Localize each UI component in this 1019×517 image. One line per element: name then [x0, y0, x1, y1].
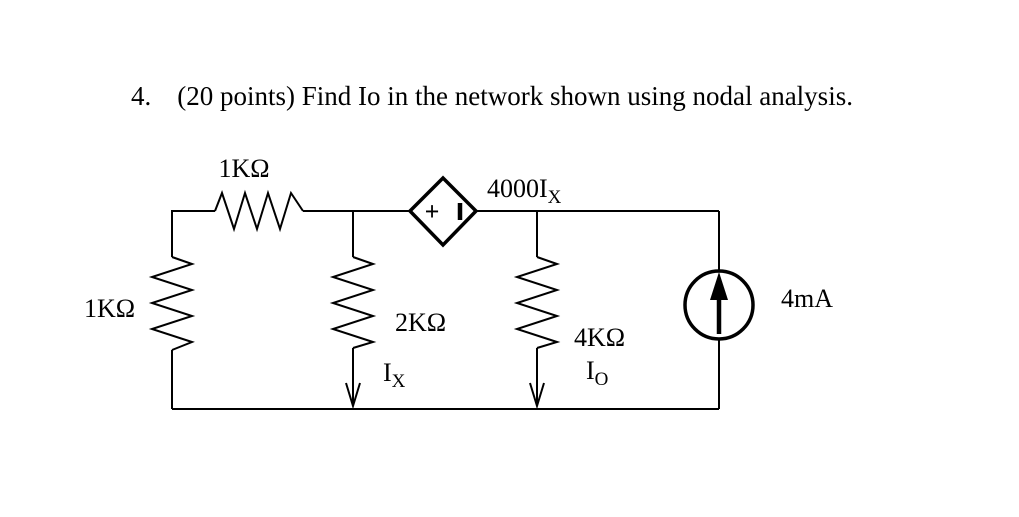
io-arrow-down-icon [529, 382, 545, 410]
dependent-source-value-sub: X [548, 187, 562, 208]
current-ix-sub: X [392, 371, 406, 392]
resistor-output-label: 4KΩ [574, 323, 625, 352]
current-io-sub: O [595, 369, 609, 390]
current-ix-label: IX [383, 358, 406, 392]
problem-title: 4. (20 points) Find Io in the network sho… [131, 81, 853, 112]
resistor-middle-label: 2KΩ [395, 308, 446, 337]
plus-terminal-label: + [425, 197, 440, 226]
dependent-source-value-main: 4000I [487, 174, 548, 203]
resistor-middle-zigzag [329, 256, 377, 349]
problem-number: 4. [131, 81, 152, 111]
problem-statement: (20 points) Find Io in the network shown… [177, 81, 853, 111]
current-ix-main: I [383, 358, 392, 387]
current-source-arrow-up-icon [710, 272, 728, 300]
dependent-voltage-source-icon [407, 175, 479, 248]
ix-arrow-down-icon [345, 382, 361, 410]
current-io-main: I [586, 356, 595, 385]
wire-top-left [171, 210, 215, 257]
dependent-source-value-label: 4000IX [487, 174, 562, 208]
current-source-value-label: 4mA [781, 284, 833, 313]
resistor-output-zigzag [513, 256, 561, 349]
resistor-top-label: 1KΩ [218, 154, 269, 183]
resistor-top-zigzag [214, 189, 304, 233]
current-io-label: IO [586, 356, 608, 390]
resistor-left-zigzag [148, 256, 196, 351]
resistor-left-label: 1KΩ [84, 294, 135, 323]
